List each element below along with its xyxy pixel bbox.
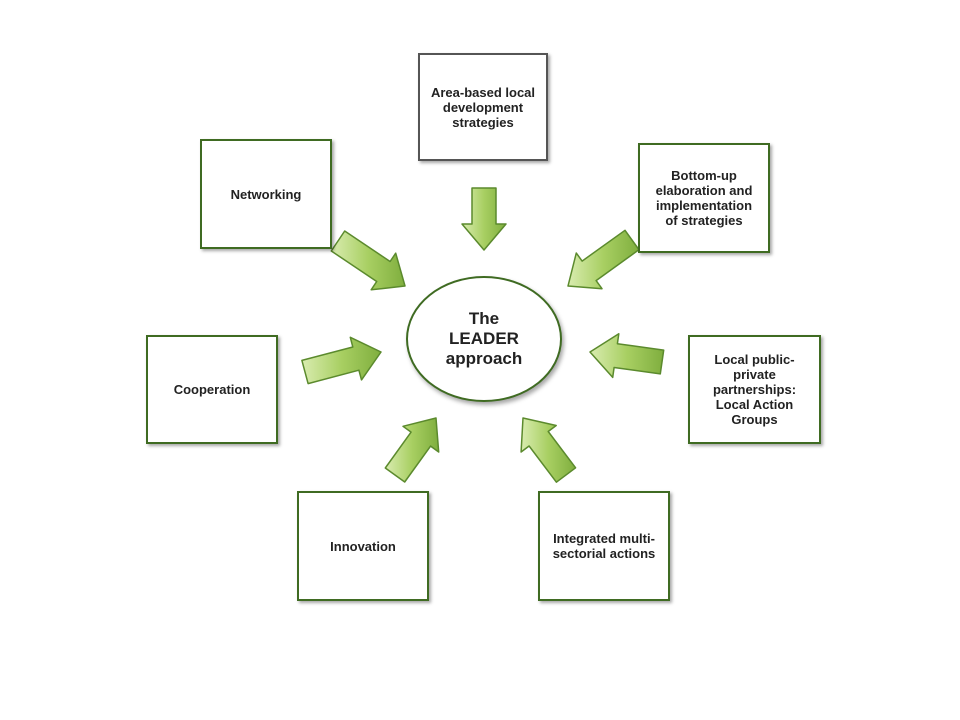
center-label: The LEADER approach bbox=[445, 309, 523, 368]
node-bottom-up: Bottom-up elaboration and implementation… bbox=[638, 143, 770, 253]
node-innovation-label: Innovation bbox=[330, 538, 396, 554]
center-leader-approach: The LEADER approach bbox=[406, 276, 562, 402]
node-partnerships-label: Local public- private partnerships: Loca… bbox=[712, 352, 797, 427]
node-cooperation-label: Cooperation bbox=[173, 382, 251, 397]
node-integrated-label: Integrated multi- sectorial actions bbox=[552, 531, 656, 561]
node-bottom-up-label: Bottom-up elaboration and implementation… bbox=[655, 168, 753, 228]
arrow-cooperation bbox=[301, 336, 382, 385]
arrow-area-based bbox=[461, 187, 507, 251]
arrow-bottom-up bbox=[567, 229, 640, 290]
node-networking-label: Networking bbox=[230, 186, 302, 202]
node-area-based: Area-based local development strategies bbox=[418, 53, 548, 161]
node-partnerships: Local public- private partnerships: Loca… bbox=[688, 335, 821, 444]
arrow-integrated bbox=[520, 417, 577, 483]
node-networking: Networking bbox=[200, 139, 332, 249]
node-area-based-label: Area-based local development strategies bbox=[430, 84, 536, 130]
node-integrated: Integrated multi- sectorial actions bbox=[538, 491, 670, 601]
arrow-networking bbox=[330, 230, 406, 291]
arrow-partnerships bbox=[589, 333, 665, 379]
arrows-group bbox=[301, 187, 665, 483]
node-cooperation: Cooperation bbox=[146, 335, 278, 444]
arrow-innovation bbox=[384, 417, 440, 483]
node-innovation: Innovation bbox=[297, 491, 429, 601]
